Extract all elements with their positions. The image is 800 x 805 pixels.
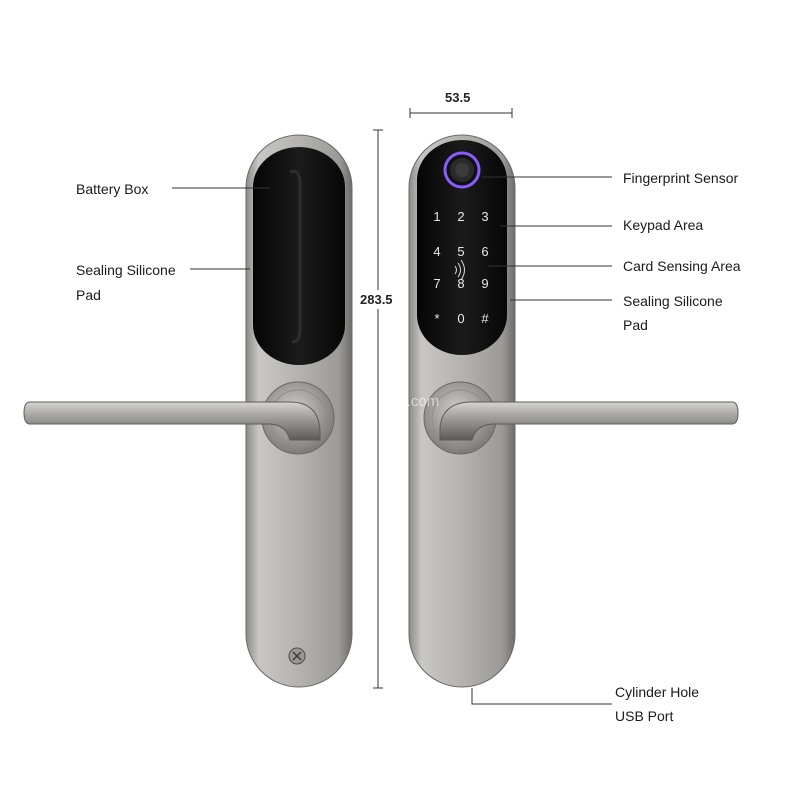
label-cylinder-hole: Cylinder Hole — [615, 684, 700, 700]
leader-lines — [172, 176, 612, 705]
keypad-key: 3 — [481, 209, 488, 224]
label-battery-box: Battery Box — [76, 181, 149, 197]
keypad-key: 6 — [481, 244, 488, 259]
glass-panel — [417, 140, 507, 355]
keypad-key: 5 — [457, 244, 464, 259]
width-dimension-label: 53.5 — [445, 90, 471, 105]
right-handle — [439, 401, 739, 441]
label-usb-port: USB Port — [615, 708, 674, 724]
label-sealing-right-1: Sealing Silicone — [623, 293, 723, 309]
nfc-icon — [454, 259, 465, 281]
keypad-key: # — [481, 311, 489, 326]
label-sealing-right-2: Pad — [623, 317, 648, 333]
label-sealing-left-1: Sealing Silicone — [76, 262, 176, 278]
width-dimension-line — [409, 108, 513, 118]
label-card: Card Sensing Area — [623, 258, 741, 274]
keypad-key: 4 — [433, 244, 440, 259]
keypad-key: 7 — [433, 276, 440, 291]
keypad-key: * — [434, 311, 439, 326]
height-dimension-label: 283.5 — [360, 290, 393, 309]
left-handle — [23, 401, 321, 441]
leader-cylinder — [471, 688, 612, 705]
label-fingerprint: Fingerprint Sensor — [623, 170, 739, 186]
right-lock-body — [408, 134, 516, 688]
keypad-key: 8 — [457, 276, 464, 291]
height-dimension-line — [373, 129, 383, 689]
watermark: szvians.com — [357, 393, 440, 410]
label-keypad: Keypad Area — [623, 217, 704, 233]
keypad: 1 2 3 4 5 6 7 8 9 * 0 # — [433, 209, 489, 326]
keypad-key: 1 — [433, 209, 440, 224]
label-sealing-left-2: Pad — [76, 287, 101, 303]
keypad-key: 2 — [457, 209, 464, 224]
keypad-key: 0 — [457, 311, 464, 326]
keypad-key: 9 — [481, 276, 488, 291]
